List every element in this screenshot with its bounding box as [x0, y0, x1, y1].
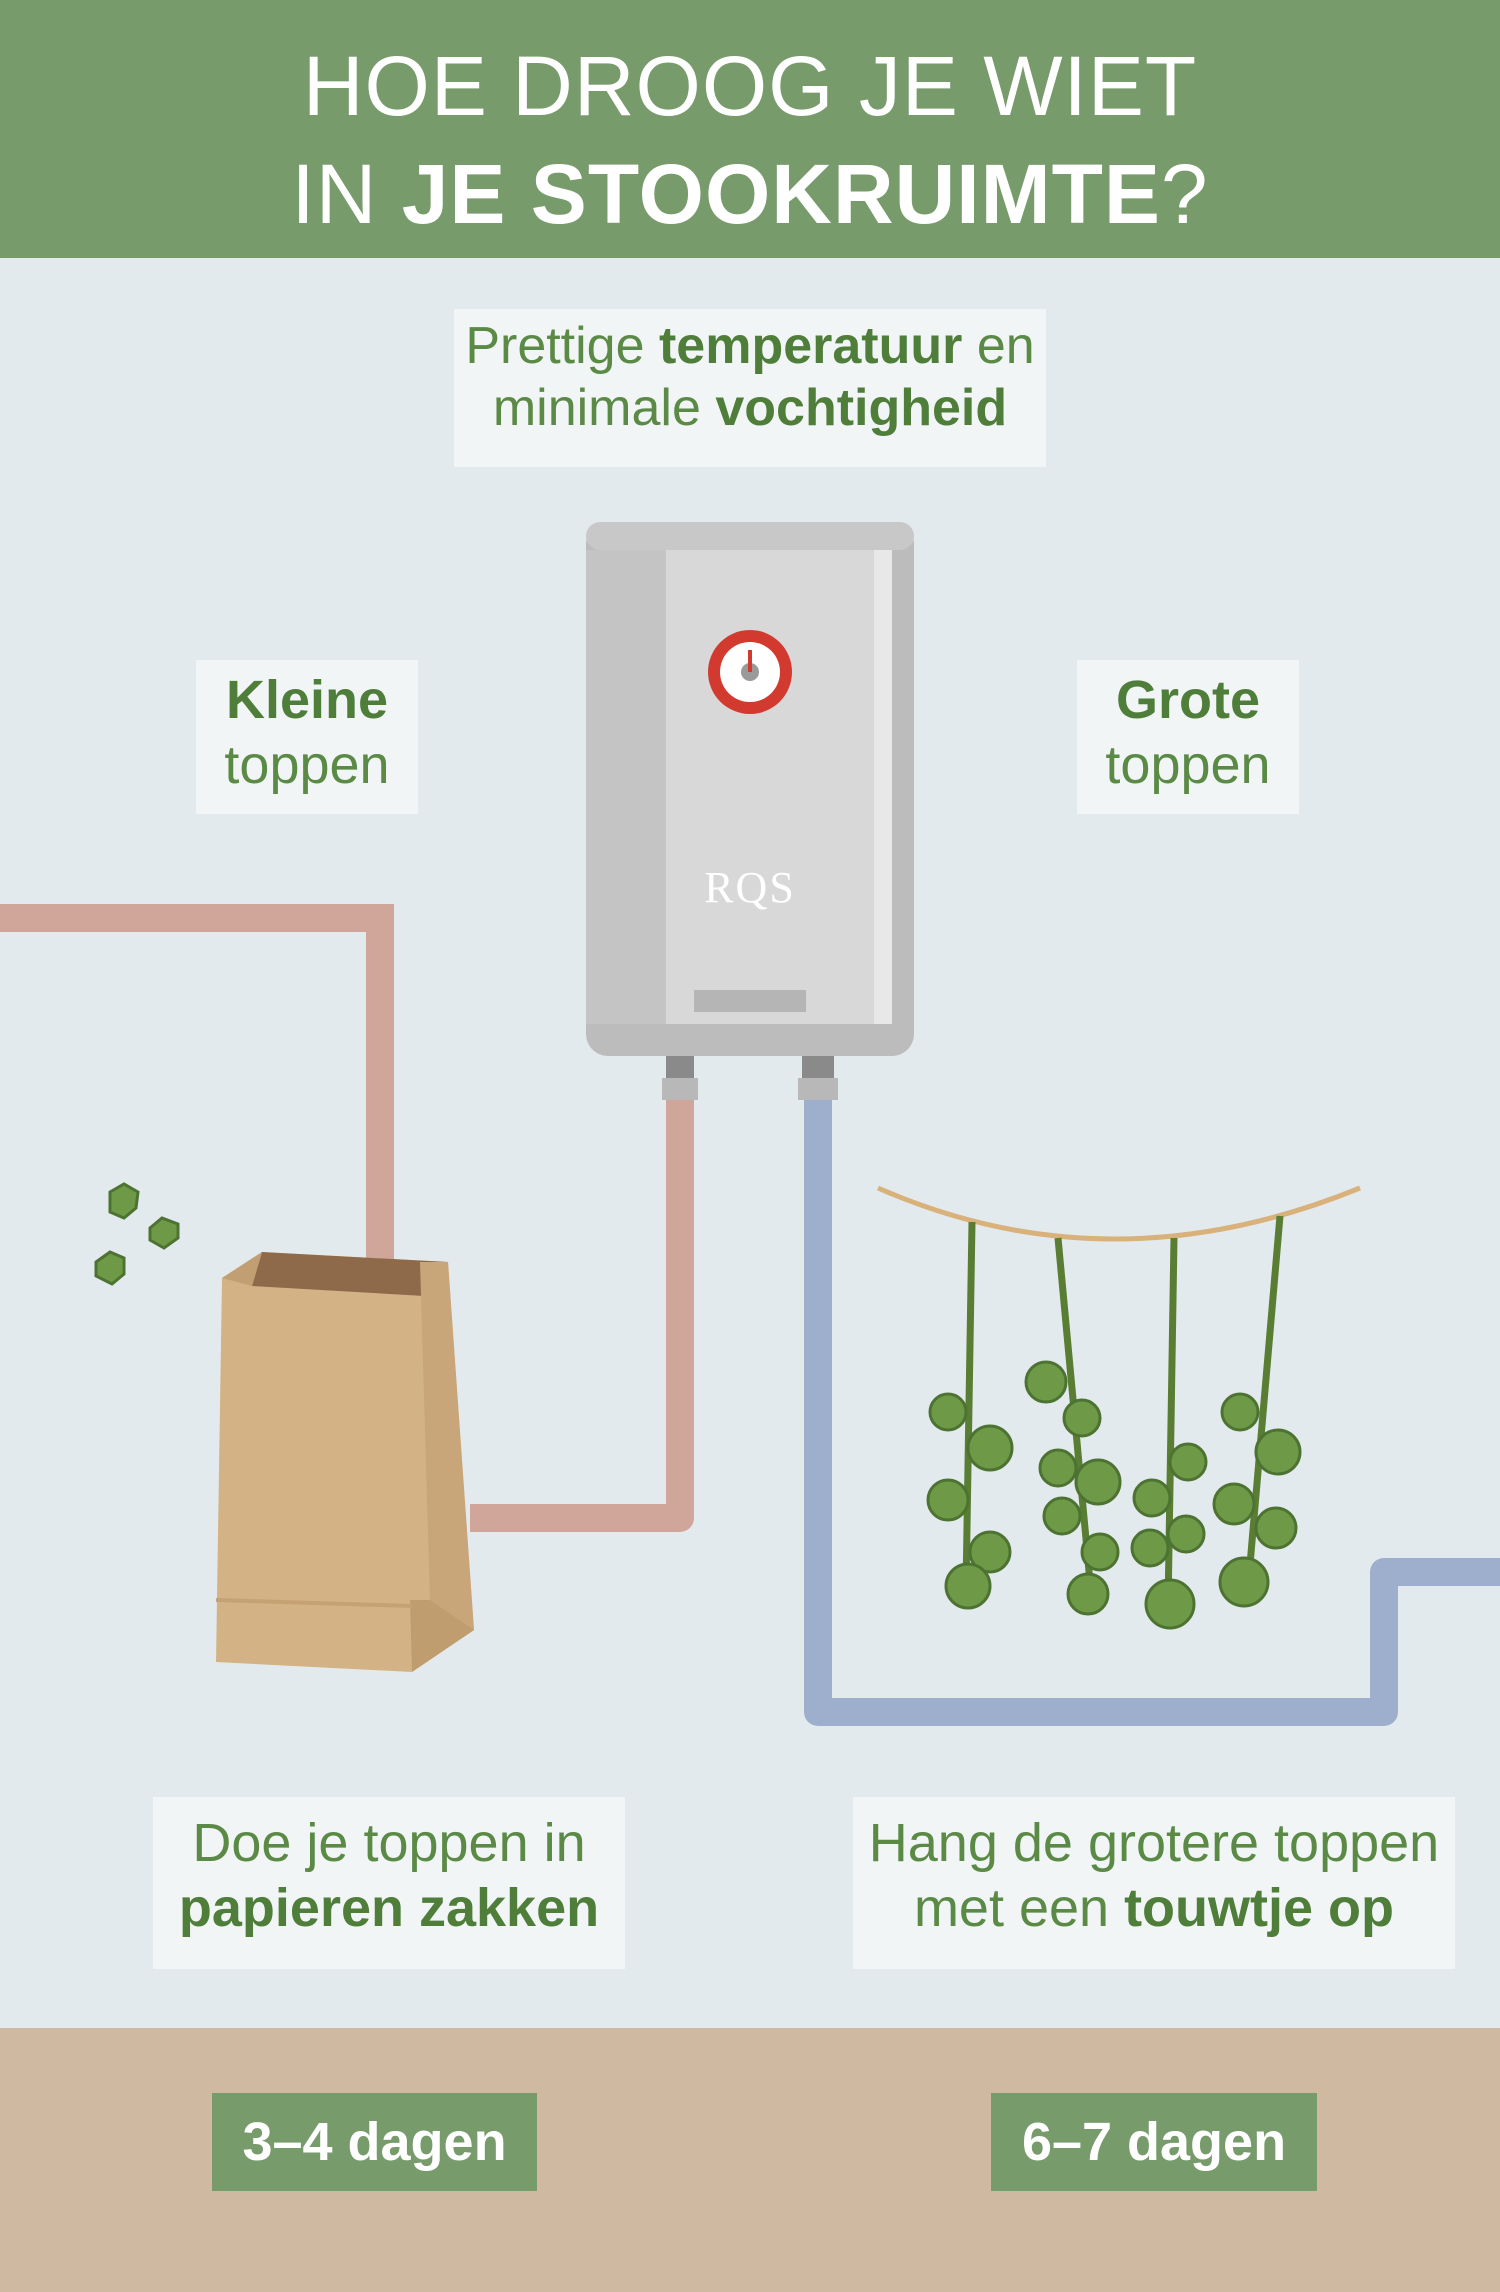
- duration-badge-left: 3–4 dagen: [212, 2093, 537, 2191]
- bud-clusters: [926, 1360, 1302, 1630]
- title-line-1: HOE DROOG JE WIET: [302, 39, 1198, 133]
- duration-badge-right: 6–7 dagen: [991, 2093, 1317, 2191]
- title-bold: JE STOOKRUIMTE: [401, 147, 1161, 241]
- paper-bag: [215, 1252, 474, 1672]
- hang-instruction-bold: touwtje op: [1124, 1877, 1395, 1938]
- hot-pipe-left: [0, 904, 394, 1262]
- drying-string: [876, 1185, 1361, 1242]
- hang-instruction-prefix: met een: [913, 1877, 1125, 1938]
- title-suffix: ?: [1160, 147, 1209, 241]
- big-buds-text: toppen: [1105, 734, 1271, 795]
- big-buds-bold: Grote: [1115, 670, 1261, 730]
- title-line-2: IN JE STOOKRUIMTE?: [0, 146, 1500, 243]
- small-buds: [94, 1182, 180, 1286]
- logo-text: RQS: [704, 863, 796, 912]
- bag-instruction-bold: papieren zakken: [178, 1877, 600, 1938]
- boiler-label-suffix: en: [962, 317, 1035, 375]
- bag-instruction: Doe je toppen in papieren zakken: [153, 1797, 625, 1969]
- boiler-label-humidity: vochtigheid: [715, 379, 1008, 438]
- small-buds-label: Kleine toppen: [196, 660, 418, 814]
- brand-logo: RQS: [680, 862, 820, 913]
- big-buds-label: Grote toppen: [1077, 660, 1299, 814]
- hang-instruction: Hang de grotere toppen met een touwtje o…: [853, 1797, 1455, 1969]
- cold-pipe: [804, 1100, 1500, 1726]
- boiler-connectors: [662, 1054, 838, 1100]
- title-prefix: IN: [291, 147, 402, 241]
- boiler-label-line-1: Prettige temperatuur en: [454, 315, 1046, 377]
- bag-instruction-line-1: Doe je toppen in: [192, 1813, 586, 1873]
- small-buds-text: toppen: [224, 734, 390, 795]
- boiler-label-temperature: temperatuur: [658, 317, 963, 375]
- boiler-label-prefix: Prettige: [465, 317, 659, 375]
- boiler-label: Prettige temperatuur en minimale vochtig…: [454, 309, 1046, 467]
- boiler-label-prefix-2: minimale: [492, 379, 716, 438]
- hot-pipe-boiler: [470, 1100, 694, 1532]
- boiler: [586, 522, 914, 1056]
- small-buds-bold: Kleine: [225, 670, 389, 730]
- header-banner: HOE DROOG JE WIET IN JE STOOKRUIMTE?: [0, 0, 1500, 258]
- boiler-label-line-2: minimale vochtigheid: [454, 377, 1046, 439]
- hang-instruction-line-1: Hang de grotere toppen: [868, 1813, 1440, 1873]
